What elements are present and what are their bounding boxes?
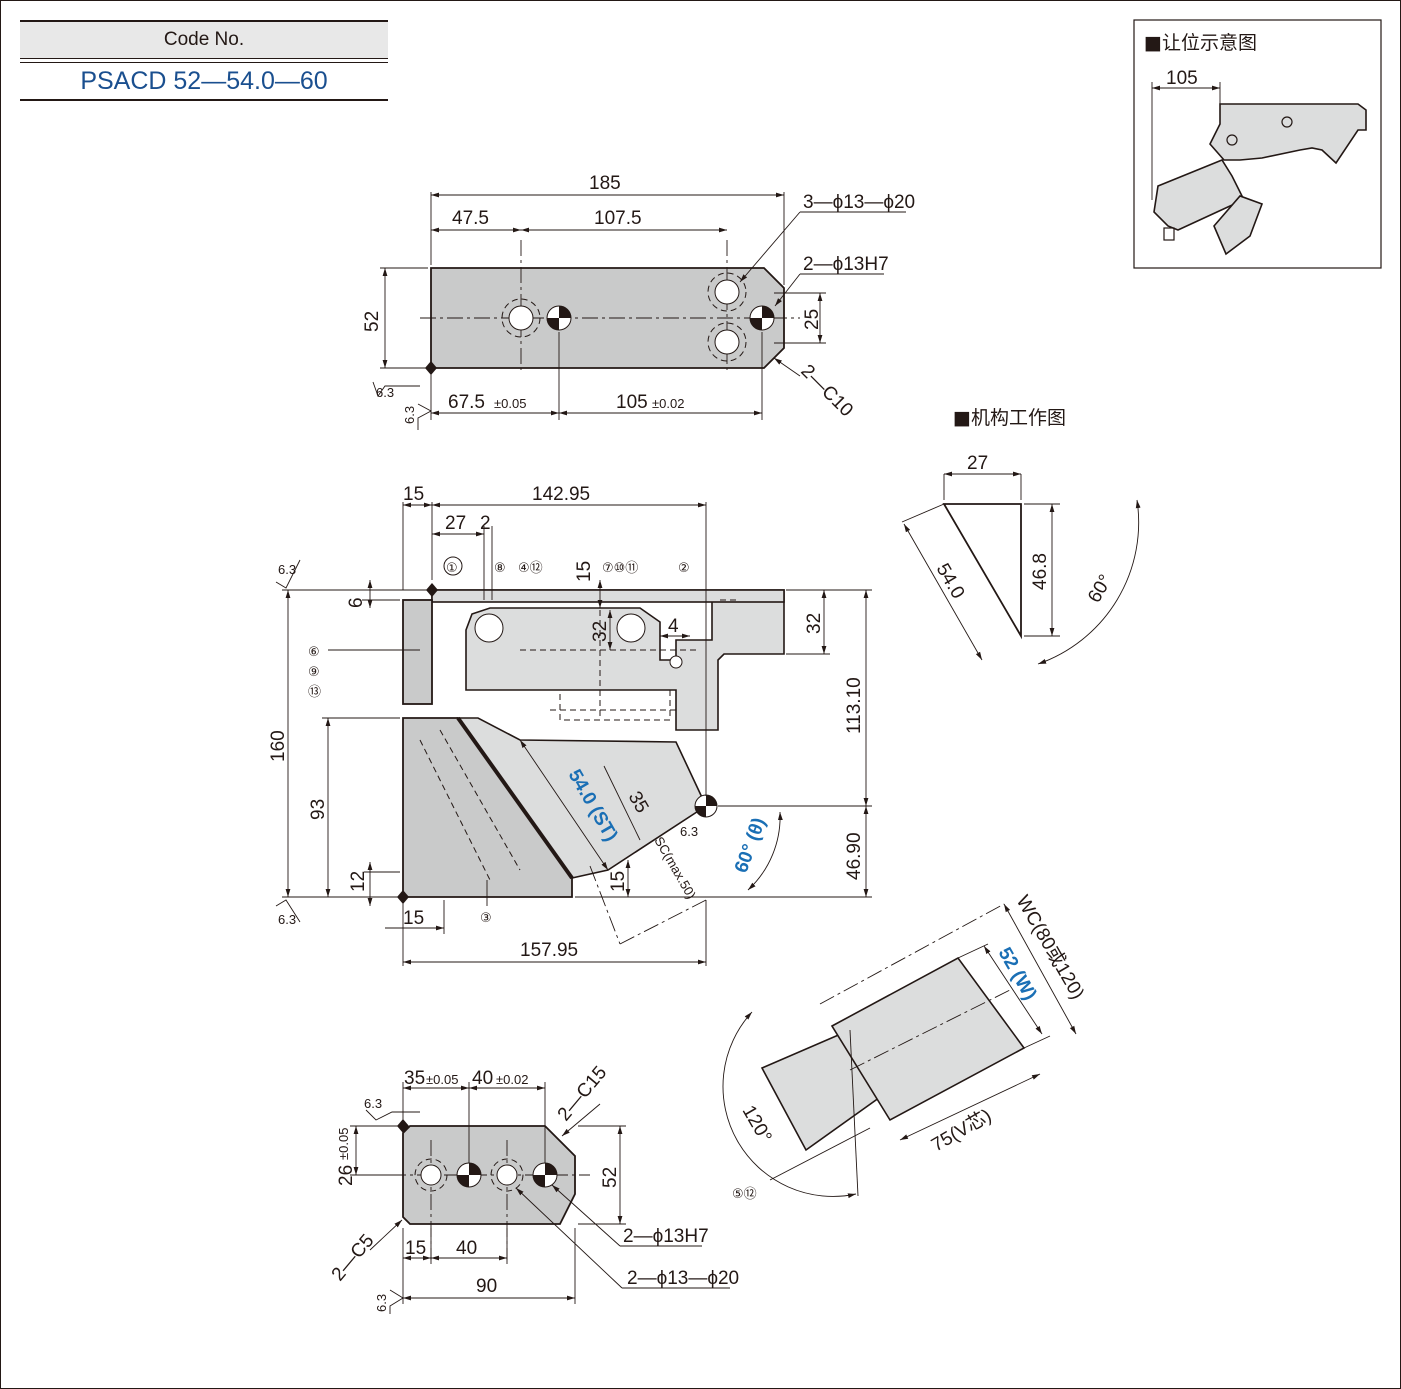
mech-dim-468: 46.8	[1030, 553, 1051, 590]
front-dim-12: 12	[348, 871, 369, 892]
code-table: Code No. PSACD 52—54.0—60	[20, 20, 388, 101]
side-view: 52 (W) WC(80或120) 75(V芯) 120° ⑤⑫	[722, 892, 1089, 1201]
bottom-rough-a: 6.3	[364, 1096, 382, 1111]
top-tol-675: ±0.05	[494, 396, 526, 411]
top-dim-675: 67.5	[448, 392, 485, 413]
top-rough-a: 6.3	[376, 385, 394, 400]
top-chamfer: 2—C10	[796, 361, 856, 421]
mechanism-diagram: ■机构工作图 27 46.8 54.0 60°	[901, 407, 1141, 665]
front-dim-15c: 15	[403, 908, 424, 929]
top-tol-105: ±0.02	[652, 396, 684, 411]
mech-dim-27: 27	[967, 453, 988, 474]
callout-3: ③	[480, 910, 492, 925]
top-dim-25: 25	[802, 309, 823, 330]
bottom-dim-40a: 40	[472, 1068, 493, 1089]
bottom-tol-40a: ±0.02	[496, 1072, 528, 1087]
callout-6: ⑥	[308, 644, 320, 659]
callout-7-10-11: ⑦⑩⑪	[602, 560, 638, 575]
front-dim-14295: 142.95	[532, 484, 590, 505]
top-dim-185: 185	[589, 173, 621, 194]
bottom-dim-52: 52	[600, 1167, 621, 1188]
front-dim-6: 6	[346, 597, 367, 608]
bottom-rough-b: 6.3	[374, 1294, 389, 1312]
bottom-dim-90: 90	[476, 1276, 497, 1297]
front-rough-b: 6.3	[278, 912, 296, 927]
mech-angle: 60°	[1084, 571, 1117, 606]
top-dim-1075: 107.5	[594, 208, 642, 229]
front-view: 15 142.95 27 2 15 6 32 4 32 113.10 46.90…	[268, 484, 872, 966]
top-dim-105: 105	[616, 392, 648, 413]
top-dim-52: 52	[362, 311, 383, 332]
clearance-box	[1133, 19, 1382, 269]
bottom-chamfer-c5: 2—C5	[328, 1230, 379, 1285]
clearance-title: ■让位示意图	[1144, 32, 1257, 54]
front-sc: SC(max.50)	[651, 834, 699, 902]
front-dim-93: 93	[308, 799, 329, 820]
side-vcore: 75(V芯)	[928, 1105, 996, 1157]
bottom-holes-a: 2—ϕ13H7	[623, 1226, 709, 1247]
callout-9: ⑨	[308, 664, 320, 679]
side-callout: ⑤⑫	[732, 1186, 757, 1201]
callout-1: ①	[446, 560, 458, 575]
side-angle: 120°	[738, 1102, 776, 1147]
clearance-lower-block	[1153, 159, 1246, 231]
clearance-diagram: ■让位示意图 105	[1133, 19, 1382, 269]
front-dim-2: 2	[480, 513, 491, 534]
bottom-dim-40b: 40	[456, 1238, 477, 1259]
bottom-plate	[402, 1125, 576, 1225]
callout-8: ⑧	[494, 560, 506, 575]
front-dim-15795: 157.95	[520, 940, 578, 961]
callout-13: ⑬	[308, 684, 321, 699]
front-dim-11310: 113.10	[844, 677, 865, 734]
front-dim-15a: 15	[403, 484, 424, 505]
bottom-view: 35 ±0.05 40 ±0.02 26 ±0.05 52 15 40 90 2…	[328, 1062, 739, 1314]
bottom-tol-35: ±0.05	[426, 1072, 458, 1087]
top-holes-b: 2—ϕ13H7	[803, 254, 889, 275]
code-value: PSACD 52—54.0—60	[20, 62, 388, 101]
callout-2: ②	[678, 560, 690, 575]
front-dim-4: 4	[668, 616, 679, 637]
front-dim-15d: 15	[608, 871, 629, 892]
bottom-chamfer-c15: 2—C15	[554, 1062, 611, 1125]
bottom-tol-26: ±0.05	[336, 1128, 351, 1160]
bottom-holes-b: 2—ϕ13—ϕ20	[627, 1268, 739, 1289]
front-rough-a: 6.3	[278, 562, 296, 577]
front-side-bar	[402, 599, 433, 705]
callout-4-12: ④⑫	[518, 560, 543, 575]
clearance-dim-105: 105	[1166, 68, 1198, 89]
front-dim-32b: 32	[804, 613, 825, 634]
bottom-dim-35: 35	[404, 1068, 425, 1089]
front-angle: 60° (θ)	[731, 815, 770, 876]
front-dim-4690: 46.90	[844, 832, 865, 880]
front-dim-32a: 32	[590, 621, 611, 642]
bottom-dim-26: 26	[336, 1165, 357, 1186]
top-rough-b: 6.3	[402, 406, 417, 424]
front-dim-27: 27	[445, 513, 466, 534]
front-upper-body	[431, 589, 785, 731]
front-dim-15b: 15	[574, 561, 595, 582]
bottom-dim-15: 15	[405, 1238, 426, 1259]
clearance-upper-block	[1209, 103, 1367, 165]
front-dim-160: 160	[268, 730, 289, 762]
front-rough-c: 6.3	[680, 824, 698, 839]
top-dim-475: 47.5	[452, 208, 489, 229]
mechanism-title: ■机构工作图	[953, 407, 1066, 429]
code-header: Code No.	[20, 20, 388, 59]
top-view: 185 47.5 107.5 52 25 67.5 ±0.05 105 ±0.0…	[362, 173, 915, 430]
top-holes-a: 3—ϕ13—ϕ20	[803, 192, 915, 213]
mechanism-triangle	[942, 503, 1022, 640]
